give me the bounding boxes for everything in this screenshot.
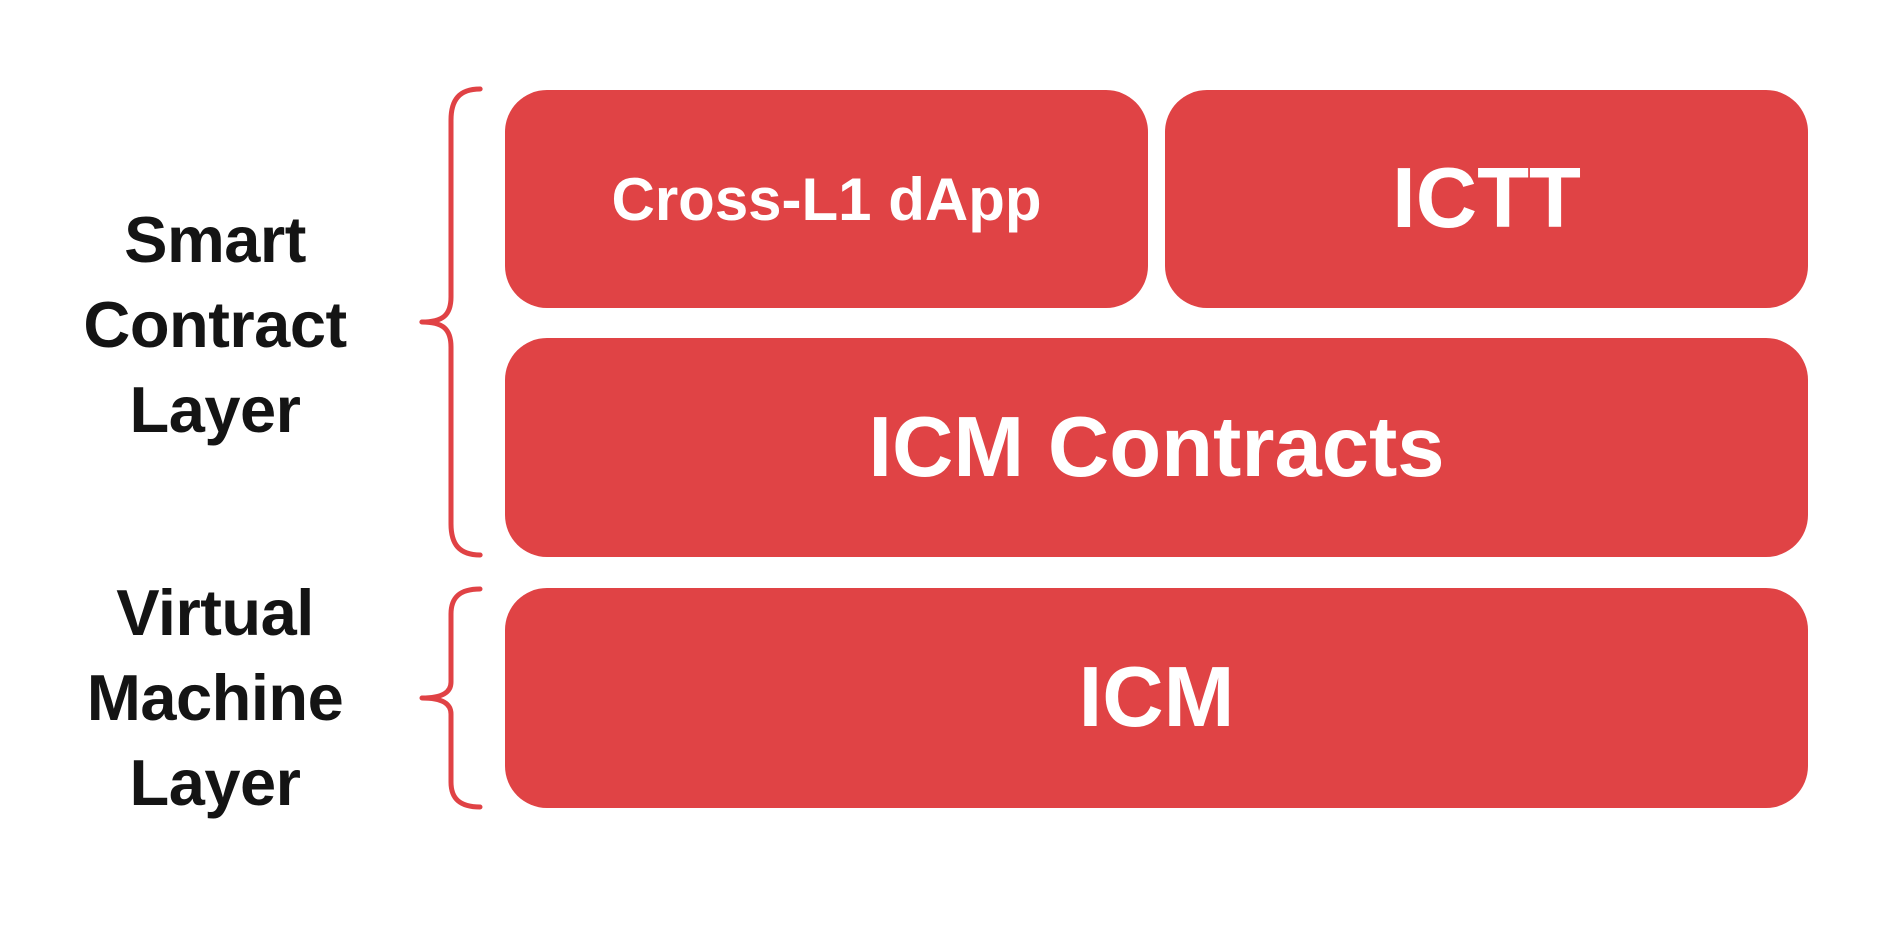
label-line-layer: Layer [129, 373, 301, 446]
ictt-box-label: ICTT [1392, 151, 1581, 246]
label-line-layer: Layer [129, 746, 301, 819]
smart-contract-brace-icon [419, 86, 483, 558]
icm-contracts-box: ICM Contracts [505, 338, 1808, 557]
cross-l1-dapp-box: Cross-L1 dApp [505, 90, 1148, 308]
label-line-virtual: Virtual [116, 576, 314, 649]
label-line-contract: Contract [83, 288, 347, 361]
smart-contract-layer-label: Smart Contract Layer [25, 197, 405, 452]
ictt-box: ICTT [1165, 90, 1808, 308]
cross-l1-dapp-box-label: Cross-L1 dApp [611, 165, 1042, 233]
virtual-machine-brace-icon [419, 586, 483, 810]
icm-contracts-box-label: ICM Contracts [868, 399, 1445, 495]
label-line-machine: Machine [86, 661, 344, 734]
virtual-machine-layer-label: Virtual Machine Layer [25, 570, 405, 825]
label-line-smart: Smart [124, 203, 306, 276]
icm-box-label: ICM [1078, 650, 1235, 745]
icm-box: ICM [505, 588, 1808, 808]
